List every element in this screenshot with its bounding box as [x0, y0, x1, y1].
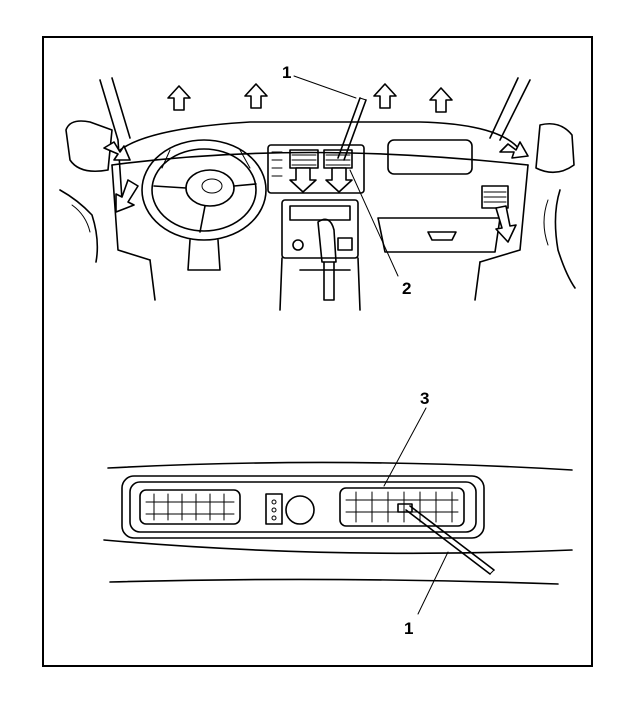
callout-label-1-top: 1 [282, 63, 291, 82]
callout-label-1-bottom: 1 [404, 619, 413, 638]
callout-label-2-top: 2 [402, 279, 411, 298]
callout-label-3-bottom: 3 [420, 389, 429, 408]
vent-closeup-illustration [103, 407, 573, 615]
dashboard-illustration [59, 75, 576, 311]
diagram-frame [42, 36, 593, 667]
